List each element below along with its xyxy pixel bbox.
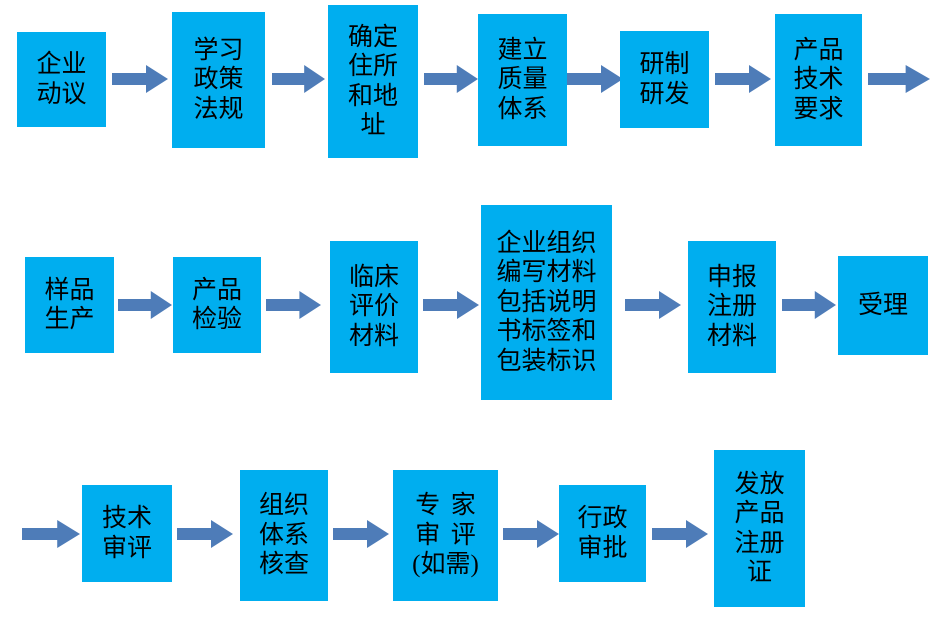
flow-node-yanzhiyanfa[interactable]: 研制 研发	[620, 31, 709, 128]
node-line: 审批	[577, 534, 628, 562]
node-line: 动议	[36, 80, 87, 108]
flow-arrow-right	[112, 63, 168, 95]
node-line: 材料	[706, 322, 757, 350]
flow-node-chanpinjianyan[interactable]: 产品 检验	[173, 257, 261, 353]
node-line: 技术	[101, 505, 152, 532]
node-line: 生产	[44, 306, 95, 333]
flow-arrow-right	[272, 63, 325, 95]
flow-node-yangpinshengchan[interactable]: 样品 生产	[25, 257, 114, 353]
arrow-right-icon	[424, 65, 478, 93]
arrow-right-icon	[503, 520, 559, 548]
flow-arrow-right	[118, 289, 172, 321]
arrow-right-icon	[715, 65, 771, 93]
arrow-right-icon	[333, 520, 389, 548]
flow-arrow-right	[652, 518, 708, 550]
flow-node-jishushenping[interactable]: 技术 审评	[82, 485, 172, 582]
flow-arrow-right	[177, 518, 233, 550]
flow-node-xuexizhengcefagui[interactable]: 学习 政策 法规	[172, 12, 265, 148]
node-line: 行政	[577, 505, 628, 532]
node-line: 学习	[193, 36, 244, 64]
node-line: 要求	[793, 95, 844, 123]
node-line: 注册	[706, 293, 757, 321]
node-line: 审评	[101, 534, 152, 562]
flow-node-shouli[interactable]: 受理	[838, 256, 928, 355]
arrow-right-icon	[177, 520, 233, 548]
node-line: 确定	[347, 23, 398, 51]
node-line: 研制	[639, 51, 690, 78]
node-line: 产品	[734, 500, 785, 527]
node-line: 专家	[415, 492, 487, 520]
node-line: 企业	[36, 51, 87, 78]
flow-node-fafangchanpinzhuceZheng[interactable]: 发放 产品 注册 证	[714, 450, 805, 607]
node-line: 建立	[497, 36, 548, 64]
flow-arrow-right	[715, 63, 771, 95]
node-line: 质量	[497, 66, 548, 94]
node-line: 技术	[793, 66, 844, 94]
flow-node-qiyezuzhibianxiecailiao[interactable]: 企业组织 编写材料 包括说明 书标签和 包装标识	[481, 205, 612, 400]
flow-node-quedingzhusuohedizhi[interactable]: 确定 住所 和地 址	[328, 5, 418, 158]
node-line: 产品	[793, 36, 844, 64]
arrow-right-icon	[266, 291, 321, 319]
flow-arrow-right	[22, 518, 80, 550]
node-line: 研发	[639, 80, 690, 108]
flow-node-xingzhengshenpi[interactable]: 行政 审批	[559, 485, 646, 582]
node-line: 申报	[706, 263, 757, 291]
node-line: 住所	[347, 53, 398, 80]
arrow-right-icon	[652, 520, 708, 548]
arrow-right-icon	[868, 65, 930, 93]
arrow-right-icon	[272, 65, 325, 93]
node-line: 临床	[348, 263, 399, 291]
node-line: 政策	[193, 66, 244, 94]
node-line: 包装标识	[496, 347, 597, 375]
node-line: 证	[746, 559, 772, 586]
flow-node-zhuanjiashenping[interactable]: 专家 审评 (如需)	[393, 470, 498, 601]
flow-node-qiyedongyi[interactable]: 企业 动议	[17, 32, 106, 127]
node-line: 审评	[415, 521, 487, 549]
node-line: 样品	[44, 276, 95, 304]
flow-node-jianlizhiliangtixi[interactable]: 建立 质量 体系	[478, 14, 567, 146]
arrow-right-icon	[112, 65, 168, 93]
arrow-right-icon	[782, 291, 836, 319]
node-line: 法规	[193, 95, 244, 123]
flow-node-linchuangpingjiacailiao[interactable]: 临床 评价 材料	[330, 241, 418, 373]
arrow-right-icon	[423, 291, 479, 319]
node-line: 产品	[191, 276, 242, 304]
node-line: 企业组织	[496, 229, 597, 257]
node-line: 核查	[258, 551, 309, 579]
flow-node-zuzhitixihecha[interactable]: 组织 体系 核查	[240, 470, 328, 601]
arrow-right-icon	[625, 291, 681, 319]
flow-arrow-right	[868, 63, 930, 95]
node-line: 体系	[258, 521, 309, 549]
flow-arrow-right	[423, 289, 479, 321]
flow-arrow-right	[266, 289, 321, 321]
flow-node-shenbaozhucecailiao[interactable]: 申报 注册 材料	[688, 241, 776, 373]
node-line: 注册	[734, 529, 785, 557]
node-line: 和地	[347, 82, 398, 110]
node-line: 评价	[348, 293, 399, 321]
flow-arrow-right	[567, 63, 623, 95]
arrow-right-icon	[118, 291, 172, 319]
arrow-right-icon	[567, 65, 623, 93]
node-line: 址	[360, 112, 386, 139]
node-line: (如需)	[412, 551, 479, 579]
node-line: 检验	[191, 306, 242, 333]
flow-arrow-right	[503, 518, 559, 550]
node-line: 体系	[497, 95, 548, 123]
node-line: 受理	[857, 291, 908, 319]
flow-node-chanpinjishuyaoqiu[interactable]: 产品 技术 要求	[775, 14, 862, 146]
node-line: 材料	[348, 322, 399, 350]
flow-arrow-right	[782, 289, 836, 321]
flow-arrow-right	[424, 63, 478, 95]
node-line: 编写材料	[496, 259, 597, 287]
node-line: 组织	[258, 492, 309, 520]
node-line: 包括说明	[496, 288, 597, 316]
node-line: 发放	[734, 470, 785, 498]
flow-arrow-right	[625, 289, 681, 321]
arrow-right-icon	[22, 520, 80, 548]
flow-arrow-right	[333, 518, 389, 550]
node-line: 书标签和	[496, 318, 597, 346]
